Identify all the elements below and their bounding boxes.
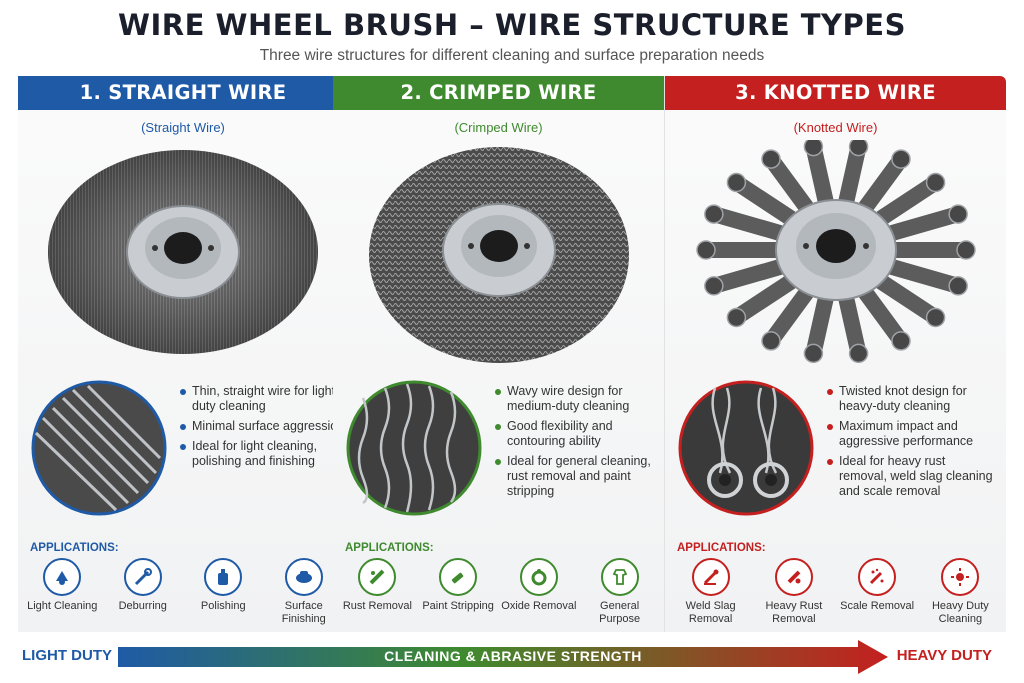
feature-item: Ideal for light cleaning, polishing and … [178,439,348,469]
light-duty-label: LIGHT DUTY [22,647,112,664]
heavy-duty-label: HEAVY DUTY [896,647,992,664]
cleaning-icon [43,558,82,596]
paint-stripping-icon [439,558,478,596]
knot-tip [703,276,724,296]
strength-label: CLEANING & ABRASIVE STRENGTH [384,648,642,664]
surface-finishing-icon [284,558,323,596]
knot-tip [726,307,746,328]
knot-tip [890,149,911,169]
application-item: Heavy Rust Removal [755,558,833,626]
feature-list: Thin, straight wire for light-duty clean… [178,384,348,474]
application-item: Light Cleaning [23,558,101,626]
knot-tuft [883,259,966,294]
applications-label: APPLICATIONS: [677,542,766,554]
heavy-rust-icon [774,558,813,596]
knotted-wire-closeup-image [678,380,814,516]
straight-wire-wheel-image [48,150,318,354]
knot-tip [703,204,724,224]
knot-tuft [857,285,909,349]
application-item: Paint Stripping [419,558,497,626]
application-item: Rust Removal [338,558,416,626]
knot-tip [803,343,823,364]
heavy-duty-icon [941,558,980,596]
knot-tip [760,149,781,169]
knot-tip [925,307,945,328]
knot-tip [848,140,868,157]
application-item: General Purpose [581,558,659,626]
panel-straight-wire: 1. STRAIGHT WIRE (Straight Wire) Thin, s… [18,76,349,632]
applications-list: Weld Slag Removal Heavy Rust Removal Sca… [665,558,1006,626]
application-item: Polishing [184,558,262,626]
feature-item: Ideal for heavy rust removal, weld slag … [825,454,995,499]
knot-tip [848,343,868,364]
panel-subtitle: (Knotted Wire) [793,120,878,135]
applications-list: Light Cleaning Deburring Polishing Surfa… [18,558,348,626]
knot-tip [925,172,945,193]
knot-tip [947,276,968,296]
feature-item: Minimal surface aggression [178,419,348,434]
knot-tuft [873,274,944,326]
general-purpose-icon [600,558,639,596]
application-item: Weld Slag Removal [672,558,750,626]
deburring-icon [123,558,162,596]
knot-tuft [762,285,814,349]
page-subtitle: Three wire structures for different clea… [259,47,765,64]
application-item: Heavy Duty Cleaning [921,558,999,626]
feature-item: Twisted knot design for heavy-duty clean… [825,384,995,414]
panel-crimped-wire: 2. CRIMPED WIRE (Crimped Wire) Wavy wire… [333,76,665,632]
polishing-icon [204,558,243,596]
panel-title: 2. CRIMPED WIRE [333,76,664,110]
feature-item: Good flexibility and contouring ability [493,419,663,449]
knot-tuft [762,151,814,215]
crimped-wire-wheel-image [368,147,629,363]
knot-tip [947,204,968,224]
feature-item: Wavy wire design for medium-duty cleanin… [493,384,663,414]
rust-removal-icon [358,558,397,596]
application-item: Scale Removal [838,558,916,626]
applications-label: APPLICATIONS: [345,542,434,554]
knot-tip [726,172,746,193]
applications-list: Rust Removal Paint Stripping Oxide Remov… [333,558,664,626]
application-item: Oxide Removal [500,558,578,626]
panel-subtitle: (Crimped Wire) [454,120,543,135]
application-item: Deburring [104,558,182,626]
application-item: Surface Finishing [265,558,343,626]
feature-list: Twisted knot design for heavy-duty clean… [825,384,995,504]
knot-tip [955,240,976,260]
panel-subtitle: (Straight Wire) [141,120,225,135]
panel-title: 3. KNOTTED WIRE [665,76,1006,110]
panel-knotted-wire: 3. KNOTTED WIRE (Knotted Wire) Twisted k… [665,76,1006,632]
knot-tip [890,331,911,351]
knot-tuft [727,274,798,326]
knot-tip [760,331,781,351]
scale-removal-icon [858,558,897,596]
oxide-removal-icon [519,558,558,596]
knot-tuft [873,174,944,226]
straight-wire-closeup-image [31,380,167,516]
feature-item: Ideal for general cleaning, rust removal… [493,454,663,499]
applications-label: APPLICATIONS: [30,542,119,554]
knot-tip [695,240,716,260]
feature-item: Thin, straight wire for light-duty clean… [178,384,348,414]
knot-tuft [705,206,788,241]
panel-title: 1. STRAIGHT WIRE [18,76,348,110]
knot-tuft [727,174,798,226]
knot-tuft [883,206,966,241]
knot-tuft [857,151,909,215]
crimped-wire-closeup-image [346,380,482,516]
knotted-wire-wheel-image [695,140,976,364]
knot-tuft [705,259,788,294]
strength-arrow [118,640,888,674]
feature-item: Maximum impact and aggressive performanc… [825,419,995,449]
knot-tip [803,140,823,157]
feature-list: Wavy wire design for medium-duty cleanin… [493,384,663,504]
weld-slag-icon [691,558,730,596]
page-title: WIRE WHEEL BRUSH – WIRE STRUCTURE TYPES [118,8,906,42]
